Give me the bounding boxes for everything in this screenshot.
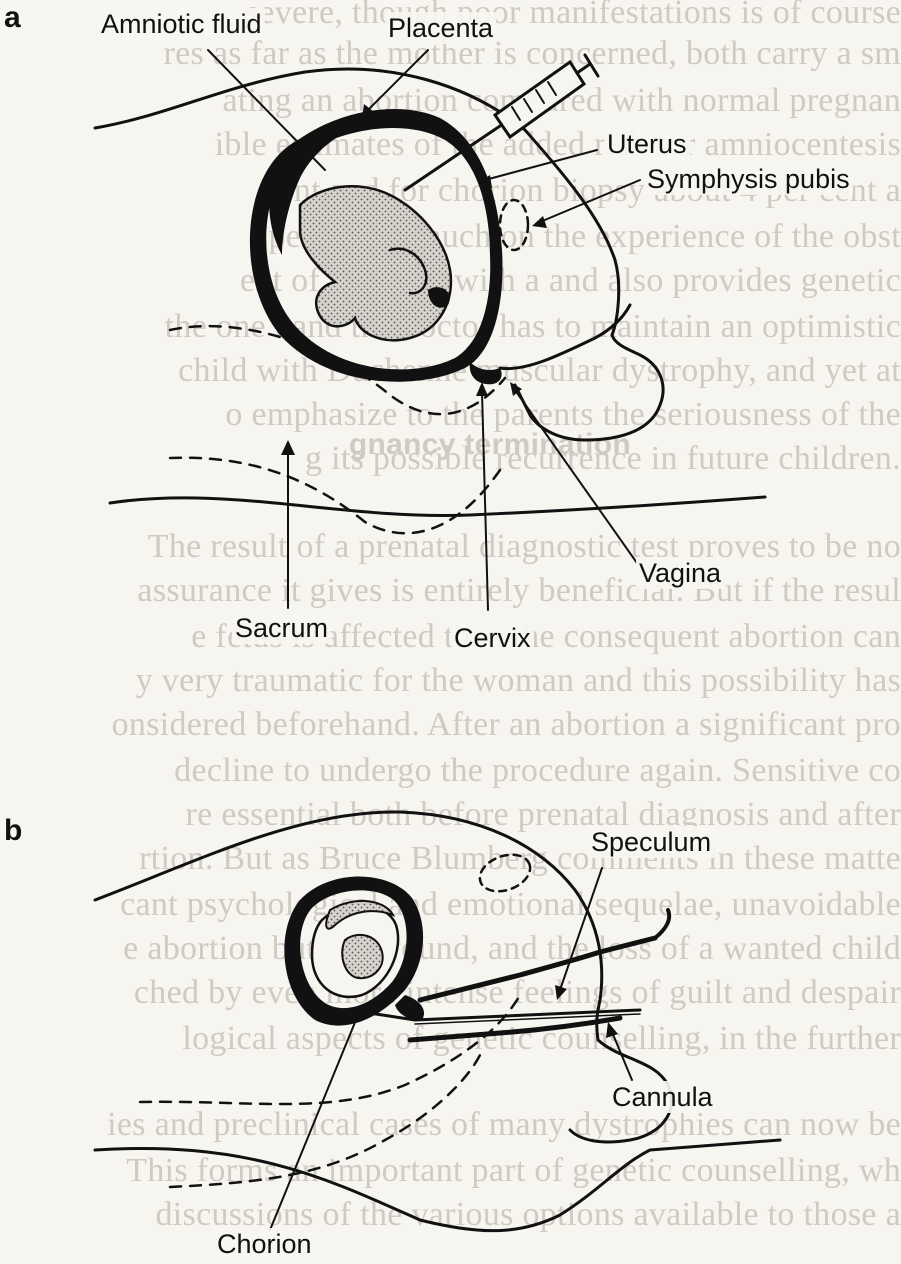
label-vagina: Vagina xyxy=(636,557,724,589)
label-placenta: Placenta xyxy=(385,12,496,44)
syringe-barrel xyxy=(495,62,584,137)
panel-b-illustration xyxy=(95,812,780,1231)
panel-b-letter: b xyxy=(2,815,24,847)
vaginal-canal xyxy=(500,305,630,369)
leader-uterus xyxy=(485,150,597,180)
cervix xyxy=(470,362,502,384)
panel-a-letter: a xyxy=(2,2,23,34)
label-amniotic-fluid: Amniotic fluid xyxy=(98,8,265,40)
leader-placenta xyxy=(368,50,428,110)
lower-body-outline xyxy=(110,497,765,515)
symphysis-pubis-oval xyxy=(500,200,528,250)
speculum-blade-upper xyxy=(420,938,655,1000)
leader-chorion xyxy=(270,1015,358,1230)
symphysis-pubis-oval-b xyxy=(475,848,535,898)
label-symphysis-pubis: Symphysis pubis xyxy=(644,163,853,195)
leader-symphysis-pubis xyxy=(540,180,640,222)
speculum-handle xyxy=(655,910,669,938)
leader-cervix xyxy=(482,392,488,610)
leader-amniotic-fluid xyxy=(208,50,325,170)
embryo-b xyxy=(342,935,382,978)
leader-vagina xyxy=(515,390,637,563)
label-speculum: Speculum xyxy=(588,826,714,858)
pelvis-dashed-curve xyxy=(170,458,500,533)
fetus xyxy=(300,186,451,340)
label-cervix: Cervix xyxy=(451,622,534,654)
label-uterus: Uterus xyxy=(604,128,690,160)
label-cannula: Cannula xyxy=(609,1081,716,1113)
speculum-blade-lower xyxy=(410,1018,620,1040)
label-sacrum: Sacrum xyxy=(232,612,331,644)
label-chorion: Chorion xyxy=(214,1228,315,1260)
sacrum-dashed-curve-b xyxy=(170,1055,480,1187)
perineum-outline xyxy=(515,335,663,440)
